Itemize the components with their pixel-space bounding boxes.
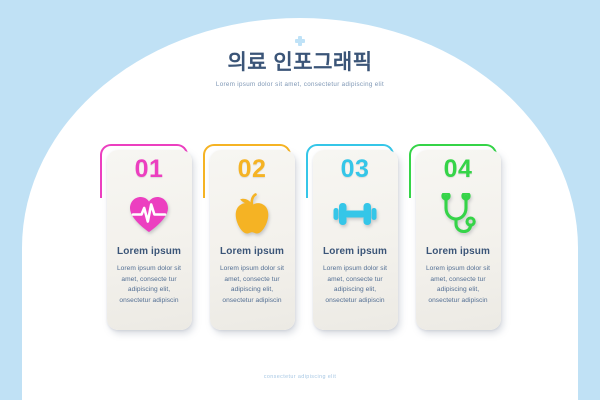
footer-text: consectetur adipiscing elit [263, 374, 337, 380]
card-body-text: Lorem ipsum dolor sit amet, consecte tur… [219, 265, 285, 305]
stethoscope-icon [435, 192, 481, 236]
card-number: 03 [340, 155, 370, 183]
card-body-text: Lorem ipsum dolor sit amet, consecte tur… [425, 265, 491, 305]
page-title: 의료 인포그래픽 [227, 51, 373, 74]
dumbbell-icon [332, 192, 378, 236]
card-number: 01 [134, 155, 164, 183]
heart-pulse-icon [126, 192, 172, 236]
card-title: Lorem ipsum [323, 246, 387, 257]
card-number: 02 [237, 155, 267, 183]
card-title: Lorem ipsum [426, 246, 490, 257]
page-subtitle: Lorem ipsum dolor sit amet, consectetur … [215, 81, 385, 88]
card-title: Lorem ipsum [220, 246, 284, 257]
card-title: Lorem ipsum [117, 246, 181, 257]
diamond-icon [295, 36, 305, 46]
apple-icon [229, 192, 275, 236]
card-body-text: Lorem ipsum dolor sit amet, consecte tur… [322, 265, 388, 305]
card-number: 04 [443, 155, 473, 183]
card-body-text: Lorem ipsum dolor sit amet, consecte tur… [116, 265, 182, 305]
